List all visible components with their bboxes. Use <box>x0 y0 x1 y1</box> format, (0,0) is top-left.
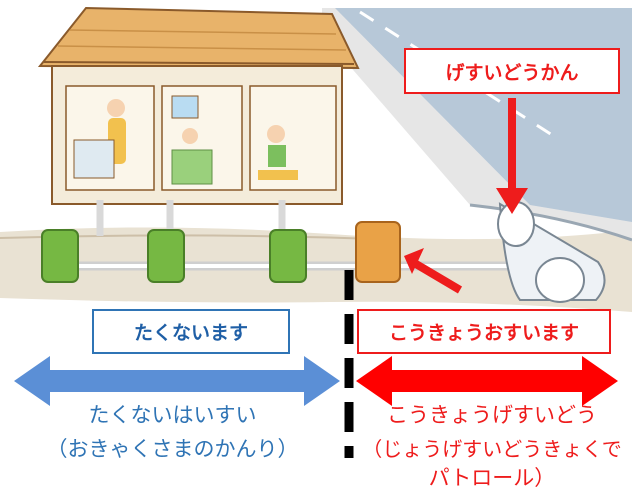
public-sewer-caption: こうきょうげすいどう <box>387 403 597 427</box>
public-drain-box-label: こうきょうおすいます <box>357 309 611 354</box>
private-drain-box-label: たくないます <box>92 309 290 354</box>
public-sewer-note-line1: （じょうげすいどうきょくで <box>362 437 622 461</box>
private-drainage-note: （おきゃくさまのかんり） <box>46 437 299 461</box>
public-range-arrow <box>356 356 618 406</box>
public-drain-box <box>355 221 401 283</box>
public-sewer-note-line2: パトロール） <box>428 466 556 490</box>
sewer-main-pipe <box>497 201 606 303</box>
private-drain-boxes <box>41 229 307 283</box>
road <box>322 8 632 242</box>
sewer-main-label: げすいどうかん <box>404 48 620 94</box>
private-drainage-caption: たくないはいすい <box>88 403 257 427</box>
private-range-arrow <box>14 356 340 406</box>
house <box>37 6 360 205</box>
pointer-arrows <box>404 98 528 294</box>
